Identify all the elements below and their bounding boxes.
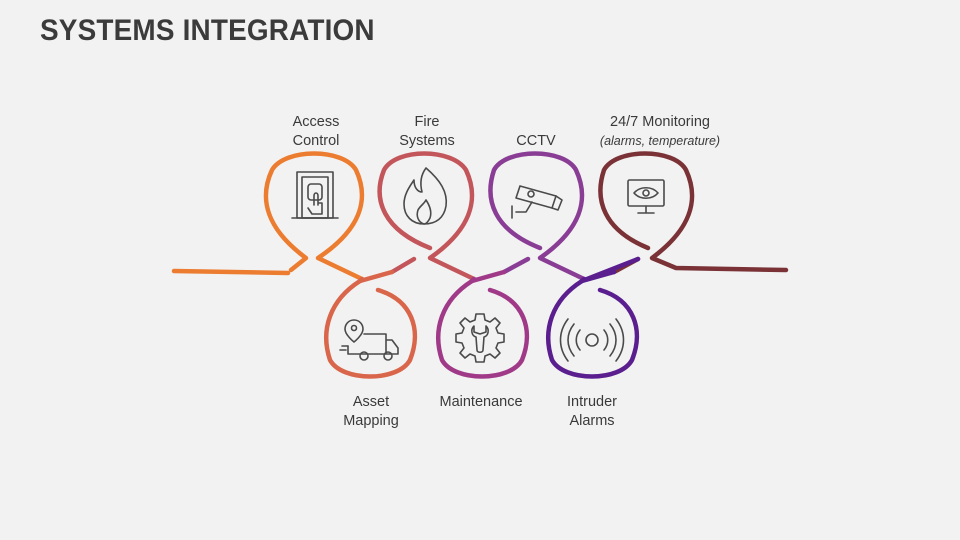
label-fire-systems: Fire Systems [399,114,455,149]
cctv-camera-icon [511,185,563,219]
alarm-signal-icon [559,318,625,362]
flame-icon [403,167,448,225]
loop-asset-mapping [324,276,418,379]
entry-line [171,268,291,276]
loop-cctv [488,151,587,282]
gear-wrench-icon [455,313,505,363]
loop-maintenance [436,276,530,379]
loop-access-control [263,151,365,282]
label-maintenance: Maintenance [439,394,523,410]
monitor-eye-icon [627,179,665,214]
door-access-icon [291,171,339,219]
loop-monitoring [598,151,789,275]
loop-intruder-alarms [546,276,640,379]
label-asset-mapping: Asset Mapping [343,394,399,429]
label-cctv: CCTV [516,133,556,149]
location-truck-icon [339,319,399,361]
label-monitoring: 24/7 Monitoring (alarms, temperature) [599,114,721,148]
label-intruder-alarms: Intruder Alarms [567,394,617,429]
loop-fire-systems [377,151,477,282]
slide-title: SYSTEMS INTEGRATION [40,14,375,47]
label-access-control: Access Control [292,114,340,149]
